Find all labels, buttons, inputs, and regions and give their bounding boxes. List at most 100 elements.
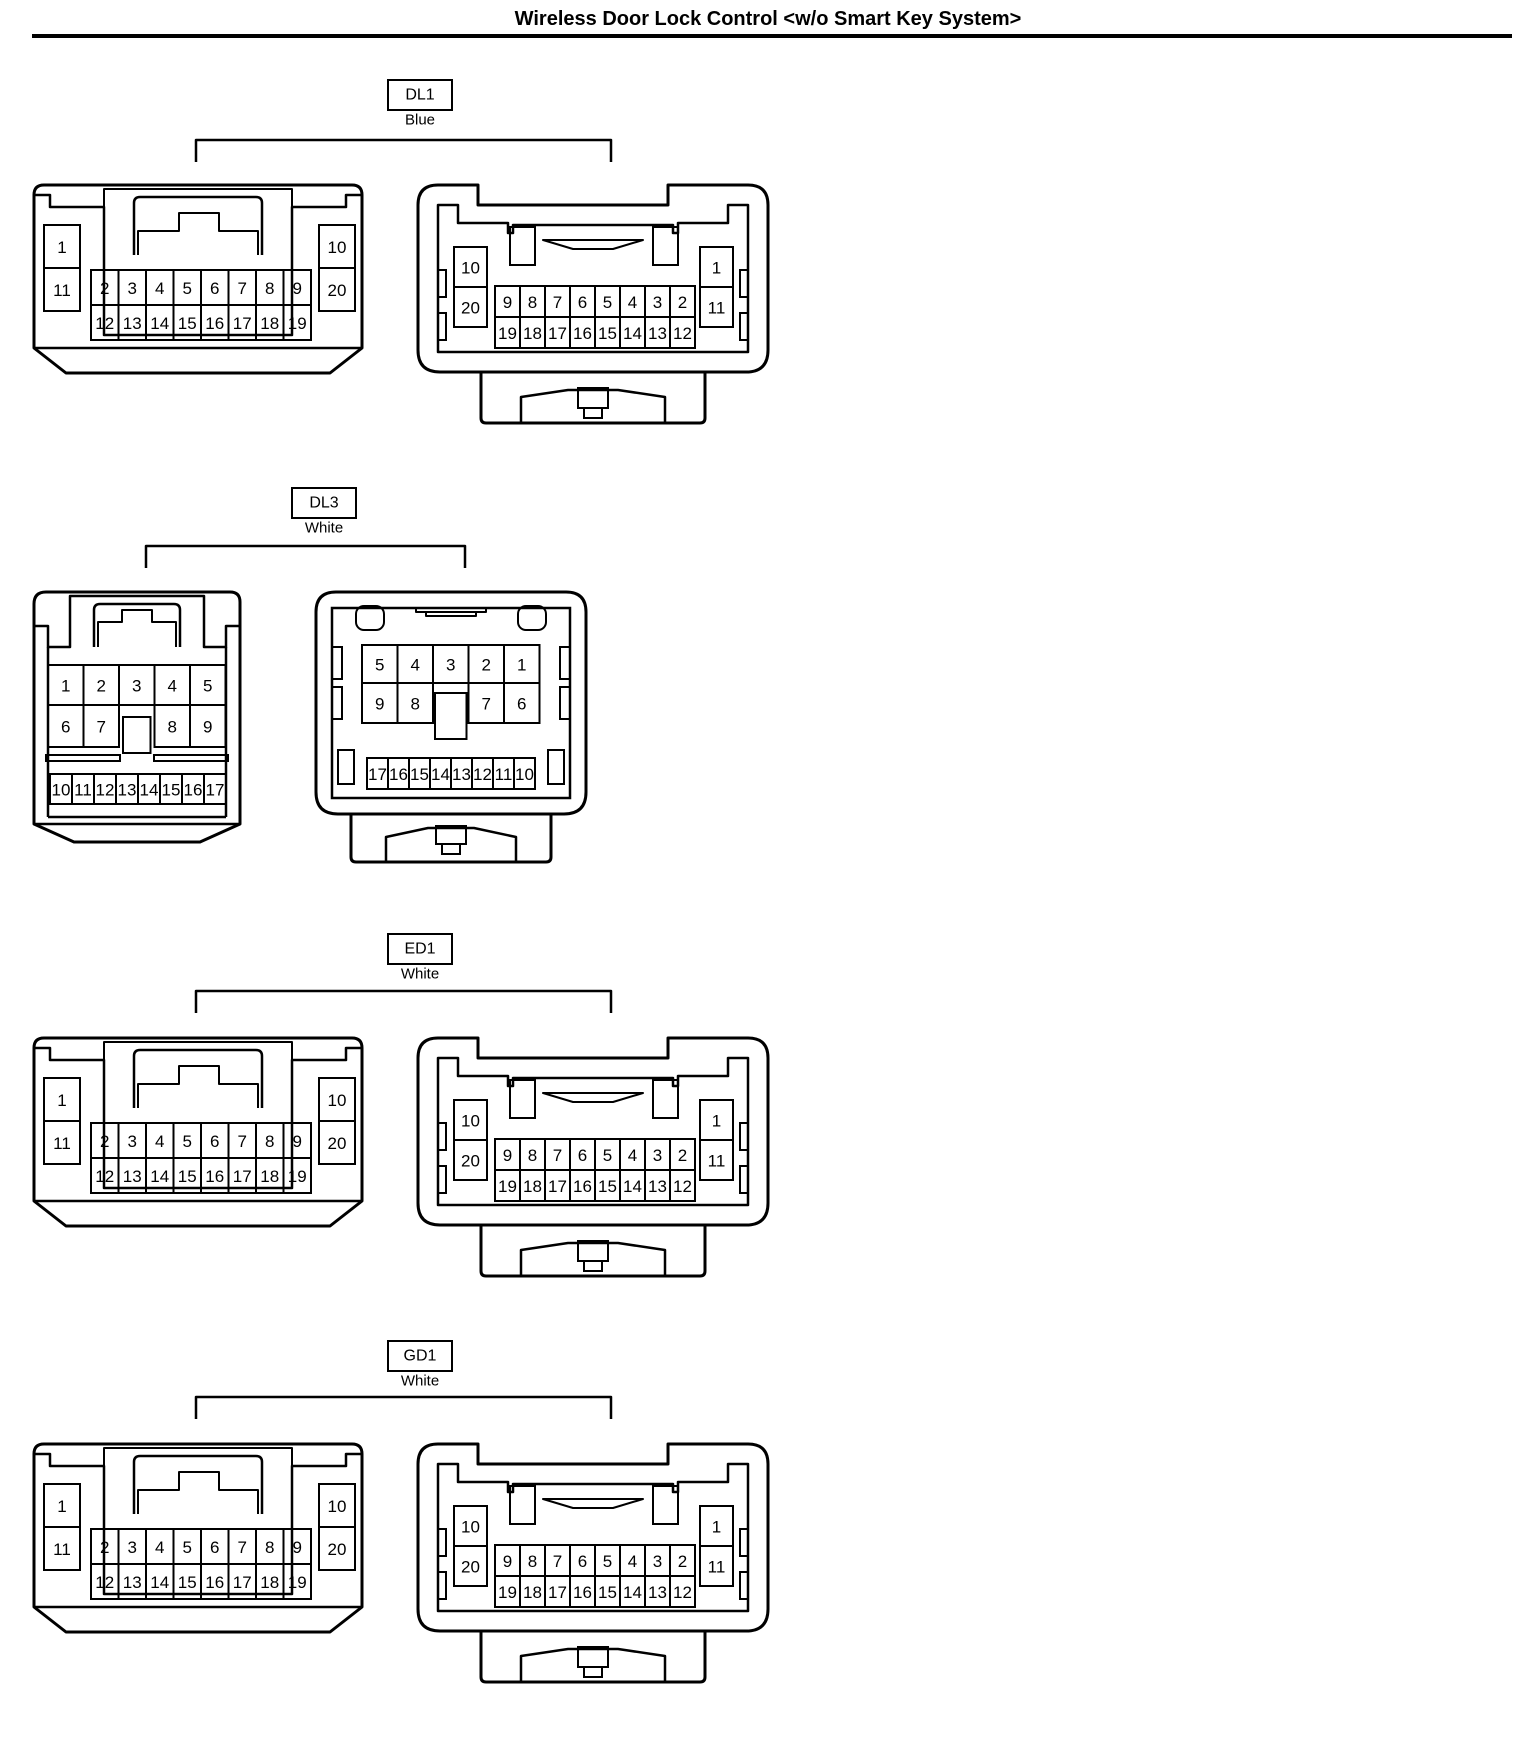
- pin-number: 9: [293, 1538, 302, 1557]
- pin-number: 17: [548, 1583, 567, 1602]
- connector-shell: [32, 183, 364, 375]
- pin-number: 2: [482, 656, 491, 675]
- guide-slot: [517, 605, 547, 631]
- pin-number: 11: [53, 1134, 71, 1153]
- pin-number: 4: [155, 1538, 164, 1557]
- pin-number: 20: [328, 1134, 347, 1153]
- pin-cell: 2: [669, 285, 696, 318]
- pin-cell: 4: [145, 1122, 175, 1159]
- side-rib: [739, 1571, 749, 1600]
- pin-cell: 15: [159, 773, 183, 805]
- pin-number: 20: [461, 299, 480, 318]
- pin-number: 11: [708, 1558, 726, 1577]
- pin-cell: 10: [453, 1099, 488, 1141]
- pin-cell: 20: [318, 1526, 356, 1571]
- pin-number: 9: [503, 293, 512, 312]
- pin-number: 5: [183, 279, 192, 298]
- pin-cell: 11: [43, 267, 81, 312]
- connector-inner-outline: [436, 203, 750, 354]
- pin-number: 12: [673, 1583, 692, 1602]
- pin-box: [43, 1120, 81, 1165]
- pin-cell: 13: [644, 1575, 671, 1608]
- pin-cell: 10: [318, 1077, 356, 1122]
- side-rib: [331, 646, 343, 680]
- pin-cell: 20: [453, 1139, 488, 1181]
- lock-tab-foot: [583, 407, 603, 419]
- pin-cell: 8: [396, 682, 434, 724]
- pin-box: [453, 286, 488, 328]
- pin-number: 14: [623, 1583, 642, 1602]
- pin-cell: 20: [453, 1545, 488, 1587]
- pin-number: 20: [461, 1558, 480, 1577]
- pin-box: [82, 704, 120, 748]
- pin-number: 18: [260, 1167, 279, 1186]
- lock-housing-outline: [479, 372, 707, 425]
- title-rule: [32, 34, 1512, 38]
- connector-inner-outline: [34, 594, 240, 649]
- lock-tab-foot: [583, 1260, 603, 1272]
- latch-arch: [132, 1048, 264, 1108]
- pin-number: 11: [708, 1152, 726, 1171]
- pin-number: 6: [210, 1132, 219, 1151]
- pin-box: [513, 757, 536, 790]
- pin-box: [282, 304, 312, 341]
- pin-number: 4: [411, 656, 420, 675]
- side-rib: [437, 1122, 447, 1151]
- pin-cell: 6: [200, 269, 230, 306]
- pin-number: 16: [205, 314, 224, 333]
- pin-number: 8: [528, 293, 537, 312]
- lock-tab-foot: [583, 1666, 603, 1678]
- pin-number: 8: [265, 1132, 274, 1151]
- pin-number: 2: [678, 1146, 687, 1165]
- pin-box: [396, 682, 434, 724]
- connector-color-label: White: [305, 520, 343, 537]
- pin-cell: 15: [594, 316, 621, 349]
- latch-tab: [415, 608, 487, 613]
- side-rib: [437, 1571, 447, 1600]
- pin-number: 20: [461, 1152, 480, 1171]
- pin-number: 2: [678, 1552, 687, 1571]
- pin-number: 13: [452, 765, 471, 784]
- pin-number: 6: [61, 718, 70, 737]
- lock-ramp: [519, 1241, 667, 1276]
- pin-cell: 16: [569, 1169, 596, 1202]
- pin-cell: 2: [467, 644, 505, 684]
- pin-cell: 9: [282, 1122, 312, 1159]
- guide-slot: [509, 1079, 536, 1119]
- pin-cell: 4: [619, 1544, 646, 1577]
- connector-color-label: White: [401, 966, 439, 983]
- pin-cell: 17: [544, 1169, 571, 1202]
- guide-slot: [355, 605, 385, 631]
- pin-cell: 16: [387, 757, 410, 790]
- pin-number: 10: [52, 781, 71, 800]
- side-rib: [739, 312, 749, 341]
- pin-number: 6: [210, 279, 219, 298]
- pin-number: 9: [503, 1552, 512, 1571]
- pin-number: 12: [95, 1167, 114, 1186]
- connector-shell: [32, 590, 242, 844]
- connector-inner-outline: [34, 1046, 362, 1190]
- pin-box: [669, 1575, 696, 1608]
- side-rib: [739, 1122, 749, 1151]
- pin-cell: 20: [318, 1120, 356, 1165]
- pin-cell: 7: [227, 269, 257, 306]
- pin-number: 10: [461, 1112, 480, 1131]
- pin-cell: 17: [544, 1575, 571, 1608]
- pin-number: 7: [238, 279, 247, 298]
- pin-cell: 1: [47, 664, 85, 706]
- pin-number: 13: [123, 314, 142, 333]
- pin-cell: 18: [519, 1575, 546, 1608]
- pin-number: 10: [328, 1091, 347, 1110]
- side-rib: [547, 749, 565, 785]
- pin-number: 12: [673, 324, 692, 343]
- pin-cell: 14: [619, 1169, 646, 1202]
- pin-box: [699, 1139, 734, 1181]
- connector-tag-box: [387, 79, 453, 111]
- pin-number: 6: [210, 1538, 219, 1557]
- pin-number: 3: [653, 1552, 662, 1571]
- connector-inner-outline: [436, 1462, 750, 1613]
- pin-cell: 11: [71, 773, 95, 805]
